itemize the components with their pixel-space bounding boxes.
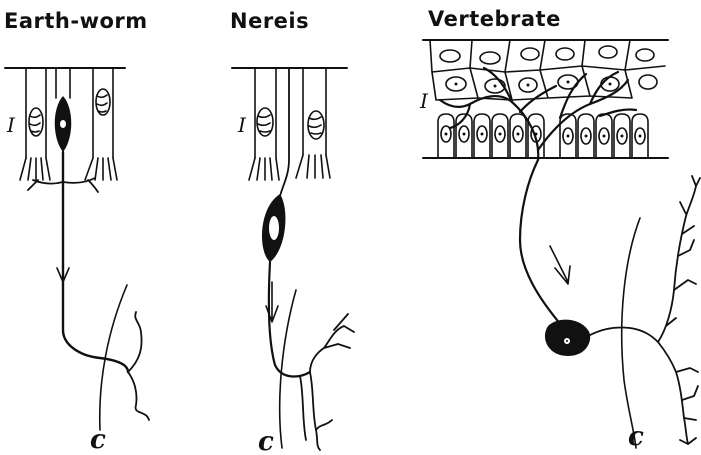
- epithelial-cell-right-nereis: [296, 68, 330, 178]
- sensory-axon-vertebrate: [520, 160, 562, 326]
- epithelial-cell-left-earthworm: [20, 68, 50, 180]
- panel-vertebrate: Vertebrate I c: [419, 7, 700, 452]
- epithelium-label-earthworm: I: [6, 113, 16, 137]
- epithelium-label-vertebrate: I: [419, 89, 429, 113]
- epithelium-label-nereis: I: [237, 113, 247, 137]
- panel-nereis: Nereis I c: [230, 9, 354, 455]
- impulse-arrow-earthworm: [57, 245, 69, 282]
- panel-title-nereis: Nereis: [230, 9, 309, 33]
- epithelial-cell-left-nereis: [249, 68, 279, 180]
- nerve-cord-vertebrate: [622, 218, 640, 448]
- central-branch-vertebrate: [588, 176, 700, 444]
- impulse-arrow-vertebrate: [550, 246, 570, 284]
- panel-earthworm: Earth-worm I c: [4, 9, 149, 455]
- nerve-cord-label-nereis: c: [258, 427, 274, 455]
- terminal-branch-earthworm: [128, 312, 149, 420]
- nerve-cord-label-earthworm: c: [90, 425, 106, 455]
- terminal-branch-nereis: [300, 314, 354, 450]
- nerve-cord-nereis: [280, 290, 296, 448]
- panel-title-earthworm: Earth-worm: [4, 9, 148, 33]
- panel-title-vertebrate: Vertebrate: [428, 7, 561, 31]
- ganglion-cell-vertebrate: [545, 320, 590, 356]
- epithelial-cell-right-earthworm: [85, 68, 117, 180]
